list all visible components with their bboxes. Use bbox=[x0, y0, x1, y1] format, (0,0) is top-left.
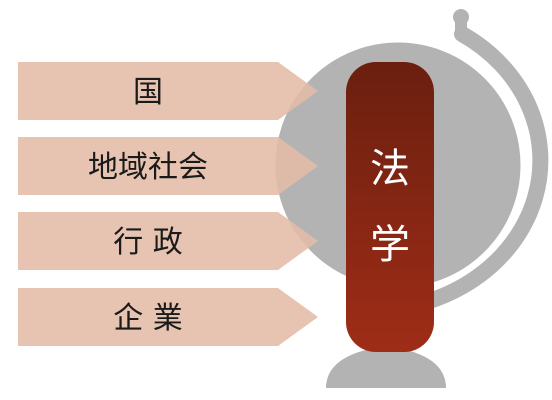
arrow-2: 地域社会 bbox=[18, 137, 318, 195]
pillar-char-2: 学 bbox=[370, 222, 410, 268]
pillar: 法 学 bbox=[346, 62, 434, 352]
globe-stand-base bbox=[326, 346, 446, 388]
arrow-1-shape bbox=[18, 62, 318, 120]
globe-meridian-arc bbox=[374, 26, 549, 318]
arrow-3-label: 行 政 bbox=[113, 225, 183, 260]
arrow-4-shape bbox=[18, 288, 318, 346]
arrow-2-shape bbox=[18, 137, 318, 195]
arrow-1-label: 国 bbox=[133, 75, 163, 110]
arrow-4: 企 業 bbox=[18, 288, 318, 346]
arrow-2-label: 地域社会 bbox=[88, 150, 208, 185]
arrow-4-label: 企 業 bbox=[113, 301, 183, 336]
arrow-3: 行 政 bbox=[18, 212, 318, 270]
arrow-3-shape bbox=[18, 212, 318, 270]
pillar-body bbox=[346, 62, 434, 352]
arrow-1: 国 bbox=[18, 62, 318, 120]
pillar-char-1: 法 bbox=[370, 146, 410, 192]
